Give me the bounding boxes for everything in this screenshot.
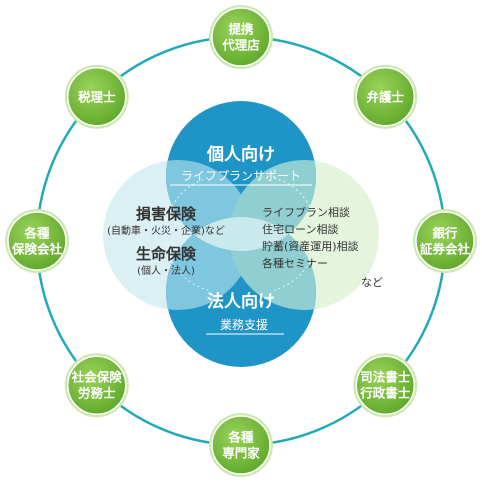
partner-node-label: 行政書士 (359, 386, 411, 401)
right-service-item: 各種セミナー (262, 256, 328, 270)
personal-subtitle: ライフプランサポート (181, 169, 301, 183)
left-title-1: 損害保険 (136, 205, 197, 223)
corporate-title: 法人向け (207, 291, 275, 312)
partner-nodes: 提携代理店弁護士銀行証券会社司法書士行政書士各種専門家社会保険労務士各種保険会社… (5, 5, 477, 477)
right-service-item: 貯蓄(資産運用)相談 (262, 239, 359, 253)
partner-node-label: 保険会社 (11, 242, 63, 257)
left-detail-1: (自動車・火災・企業)など (107, 224, 225, 237)
partner-node-label: 証券会社 (420, 242, 471, 257)
partner-node-label: 各種 (23, 226, 50, 241)
right-service-item: 住宅ローン相談 (262, 222, 338, 236)
partner-node-label: 労務士 (78, 386, 116, 401)
partner-node-label: 弁護士 (366, 89, 404, 104)
left-title-2: 生命保険 (136, 245, 197, 263)
left-detail-2: (個人・法人) (137, 264, 195, 277)
partner-node: 税理士 (64, 64, 129, 129)
partner-node-label: 専門家 (222, 446, 260, 461)
partner-node-label: 司法書士 (360, 370, 411, 385)
partner-node-label: 銀行 (431, 226, 458, 241)
corporate-subtitle: 業務支援 (220, 318, 268, 332)
partner-node-label: 提携 (228, 22, 254, 37)
partner-node: 弁護士 (353, 64, 418, 129)
partner-node-label: 各種 (227, 430, 254, 445)
partner-node-label: 社会保険 (71, 370, 123, 385)
personal-title: 個人向け (206, 144, 275, 165)
right-service-item: ライフプラン相談 (262, 205, 350, 219)
partner-node-label: 税理士 (78, 89, 116, 104)
right-etc: など (361, 276, 383, 289)
partner-node-label: 代理店 (221, 38, 260, 53)
